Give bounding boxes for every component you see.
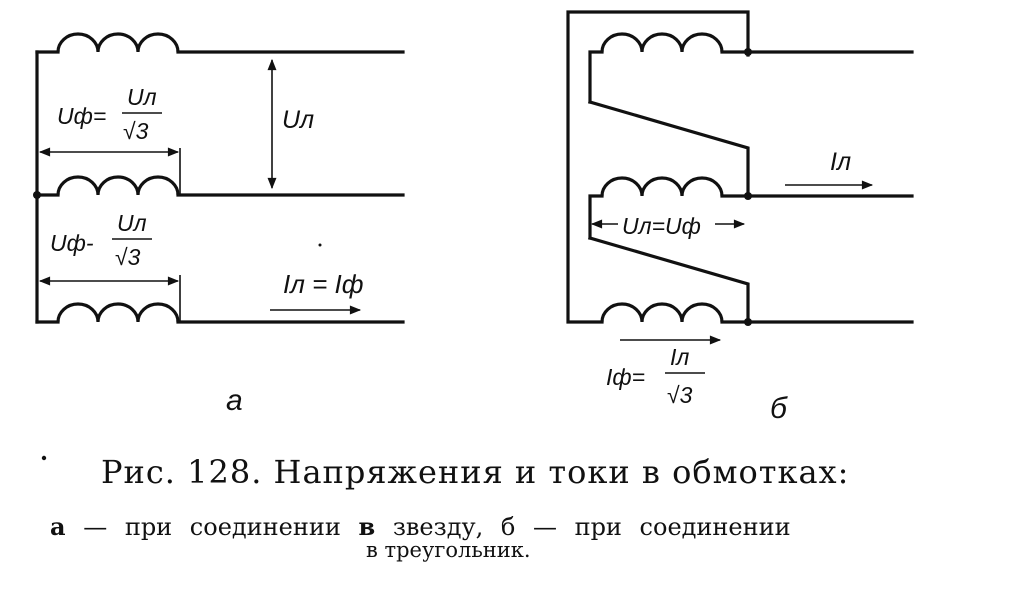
coil-a1 xyxy=(56,32,180,53)
coil-b2 xyxy=(600,176,724,197)
node-dot xyxy=(33,191,41,199)
figure-caption-line2: в треугольник. xyxy=(366,538,531,562)
delta-link-2 xyxy=(588,236,750,324)
node-dot xyxy=(744,318,752,326)
coil-a3 xyxy=(56,302,180,323)
u-line-label: Uл xyxy=(282,106,314,134)
panel-b-label: б xyxy=(770,392,788,425)
caption-text-rest: звезду, б — при соединении xyxy=(375,513,791,541)
node-dot xyxy=(744,48,752,56)
panel-a-label: а xyxy=(226,384,243,417)
u-phase-mid-den: √3 xyxy=(115,244,141,270)
node-dot xyxy=(744,192,752,200)
current-line-label: Iл xyxy=(830,148,851,176)
u-phase-top-lhs: Uф= xyxy=(57,103,106,129)
figure-caption-title: Рис. 128. Напряжения и токи в обмотках: xyxy=(101,453,850,491)
caption-letter-v: в xyxy=(358,512,376,541)
panel-a-star-circuit: Uф= Uл √3 Uф- Uл √3 Uл Iл = Iф а xyxy=(33,32,405,417)
current-a-label: Iл = Iф xyxy=(283,269,363,299)
delta-outer-frame xyxy=(566,10,750,324)
current-phase-lhs: Iф= xyxy=(606,364,645,390)
figure-caption-line1: а — при соединении в звезду, б — при сое… xyxy=(50,512,791,541)
u-phase-top-num: Uл xyxy=(127,84,157,110)
caption-text-mid: — при соединении xyxy=(65,513,359,541)
u-phase-top-den: √3 xyxy=(123,118,149,144)
stray-mark xyxy=(41,455,47,461)
voltage-label: Uл=Uф xyxy=(622,213,701,239)
u-phase-mid-num: Uл xyxy=(117,210,147,236)
caption-letter-a: а xyxy=(50,512,66,541)
current-phase-den: √3 xyxy=(667,382,693,408)
coil-a2 xyxy=(56,175,180,196)
coil-b1 xyxy=(600,32,724,53)
current-phase-num: Iл xyxy=(670,344,689,370)
coil-b3 xyxy=(600,302,724,323)
delta-link-1 xyxy=(588,100,750,198)
u-phase-mid-lhs: Uф- xyxy=(50,230,94,256)
panel-b-delta-circuit: Iл Uл=Uф Iф= Iл √3 б xyxy=(566,10,914,425)
